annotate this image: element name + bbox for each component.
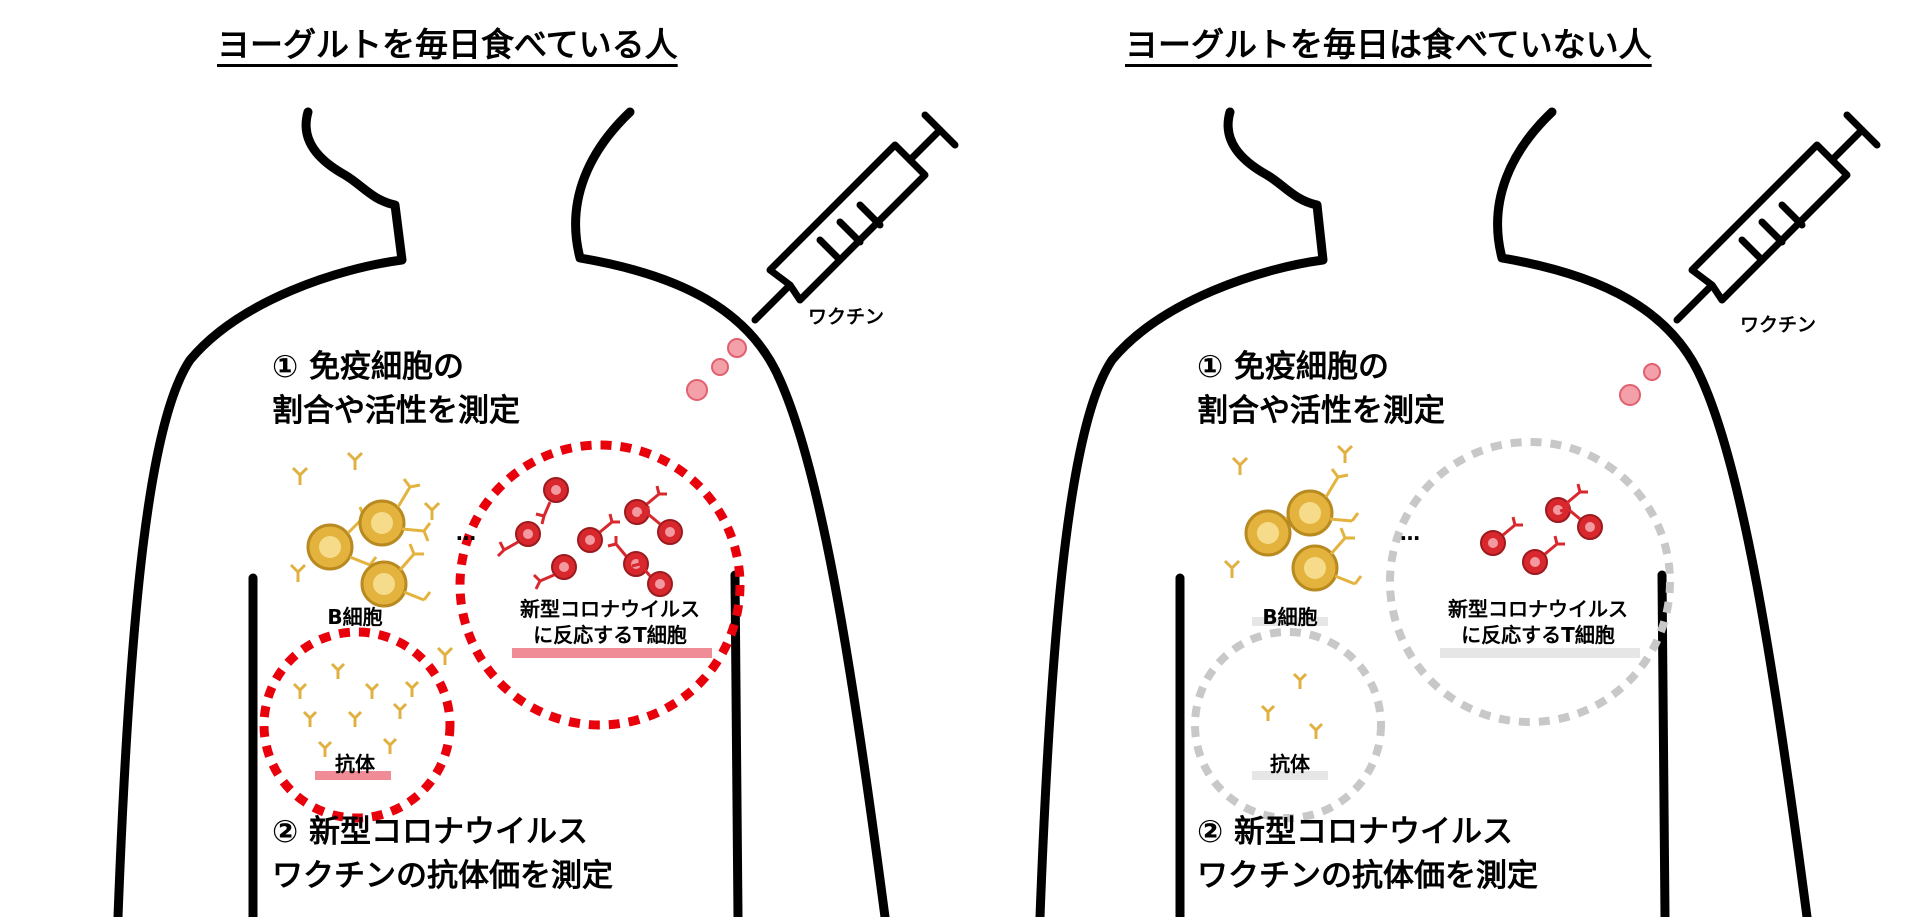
t-cell-label-line2: に反応するT細胞	[533, 623, 687, 647]
panel-right	[1035, 107, 1881, 917]
antibody-underline-left	[315, 771, 391, 780]
antibody-region-right	[1191, 628, 1385, 822]
step2-line2: ワクチンの抗体価を測定	[272, 858, 613, 894]
b-cell	[360, 543, 432, 608]
antibody-label-left: 抗体	[335, 752, 375, 776]
syringe-icon	[751, 111, 959, 324]
t-cell-region-right	[1386, 438, 1674, 726]
vaccine-dots-left	[686, 338, 747, 401]
b-cell-underline-right	[1252, 617, 1328, 626]
t-cells-right	[1480, 483, 1603, 575]
t-cell	[1480, 516, 1523, 556]
t-cell	[607, 536, 649, 577]
loose-antibodies-right	[1223, 444, 1354, 578]
b-cell	[306, 506, 378, 576]
step2-line2: ワクチンの抗体価を測定	[1197, 858, 1538, 894]
t-cell	[1545, 483, 1588, 523]
panel-title-left: ヨーグルトを毎日食べている人	[217, 25, 678, 64]
panel-left	[113, 107, 959, 917]
panel-title-right: ヨーグルトを毎日は食べていない人	[1125, 25, 1652, 64]
step2-right: ② 新型コロナウイルス ワクチンの抗体価を測定	[1197, 810, 1538, 898]
b-cell	[1291, 527, 1363, 592]
t-cell	[577, 513, 620, 553]
b-cells-right	[1244, 468, 1363, 592]
vaccine-dots-right	[1619, 363, 1661, 406]
b-cell	[358, 478, 432, 547]
t-cell-underline-left	[512, 648, 712, 658]
step2-left: ② 新型コロナウイルス ワクチンの抗体価を測定	[272, 810, 613, 898]
vaccine-label-left: ワクチン	[808, 306, 885, 328]
t-cell-underline-right	[1440, 648, 1640, 658]
b-cells-left	[306, 478, 432, 608]
t-cells-left	[496, 477, 683, 597]
antibody-region-left	[259, 627, 455, 823]
antibodies-left	[292, 662, 420, 757]
antibody-underline-right	[1252, 771, 1328, 780]
step2-line1: ② 新型コロナウイルス	[1197, 814, 1514, 850]
b-cell-label-right: B細胞	[1262, 605, 1318, 629]
b-cell	[1286, 468, 1360, 537]
step1-line1: ① 免疫細胞の	[272, 349, 465, 385]
step1-right: ① 免疫細胞の 割合や活性を測定	[1197, 345, 1445, 433]
antibodies-right	[1260, 672, 1324, 739]
body-outline-right	[1035, 107, 1812, 917]
t-cell	[496, 521, 541, 558]
t-cell-label-line1: 新型コロナウイルス	[1448, 597, 1628, 621]
t-cell	[639, 506, 683, 545]
body-outline-left	[113, 107, 890, 917]
t-cell-region-left	[455, 440, 745, 730]
t-cell-label-line1: 新型コロナウイルス	[520, 597, 700, 621]
ellipsis-right: …	[1400, 521, 1420, 545]
vaccine-label-right: ワクチン	[1740, 314, 1817, 336]
t-cell	[1522, 535, 1565, 575]
t-cell-label-left: 新型コロナウイルス に反応するT細胞	[495, 596, 725, 648]
b-cell-label-left: B細胞	[327, 605, 383, 629]
t-cell	[535, 477, 569, 525]
step1-line2: 割合や活性を測定	[1197, 393, 1445, 429]
t-cell	[532, 554, 577, 590]
step1-line2: 割合や活性を測定	[272, 393, 520, 429]
t-cell	[1559, 501, 1603, 540]
step1-left: ① 免疫細胞の 割合や活性を測定	[272, 345, 520, 433]
t-cell	[624, 485, 667, 525]
t-cell-label-line2: に反応するT細胞	[1461, 623, 1615, 647]
t-cell-label-right: 新型コロナウイルス に反応するT細胞	[1423, 596, 1653, 648]
step2-line1: ② 新型コロナウイルス	[272, 814, 589, 850]
syringe-icon	[1673, 111, 1881, 324]
step1-line1: ① 免疫細胞の	[1197, 349, 1390, 385]
t-cell	[631, 556, 673, 597]
ellipsis-left: …	[456, 521, 476, 545]
antibody-label-right: 抗体	[1270, 752, 1310, 776]
loose-antibodies-left	[289, 451, 454, 665]
